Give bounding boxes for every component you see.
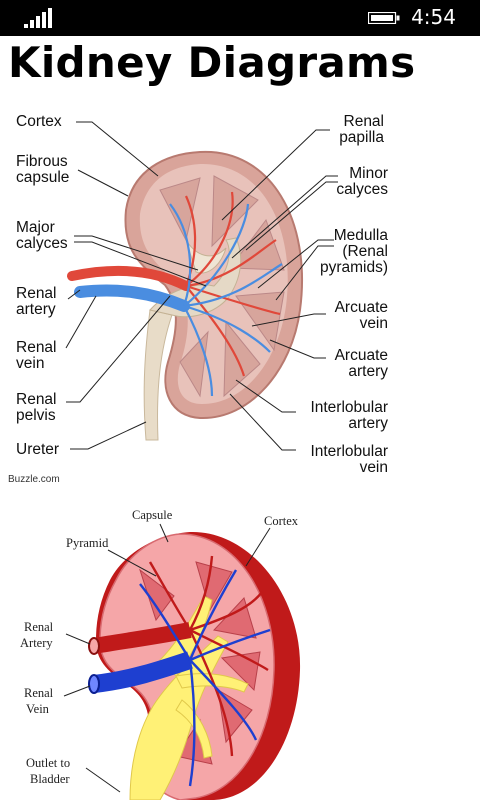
kidney-diagram-simple[interactable] — [0, 500, 330, 800]
label-renal-artery-2a: Renal — [24, 620, 54, 634]
label-fibrous-capsule-2: capsule — [16, 169, 70, 186]
label-fibrous-capsule-1: Fibrous — [16, 153, 68, 170]
label-interlobular-artery-1: Interlobular — [310, 399, 388, 416]
battery-icon — [368, 12, 400, 24]
label-renal-vein-2b: Vein — [26, 702, 49, 716]
page-title: Kidney Diagrams — [8, 38, 416, 87]
clock: 4:54 — [411, 5, 456, 29]
label-cortex-2: Cortex — [264, 514, 299, 528]
label-renal-artery-2: artery — [16, 301, 56, 318]
label-major-calyces-1: Major — [16, 219, 55, 236]
label-renal-papilla-1: Renal — [343, 113, 385, 130]
label-arcuate-artery-2: artery — [348, 363, 388, 380]
label-renal-artery-2b: Artery — [20, 636, 53, 650]
kidney-diagram-labeled[interactable] — [0, 100, 400, 492]
label-capsule: Capsule — [132, 508, 173, 522]
label-renal-vein-1: Renal — [16, 339, 57, 356]
image-credit: Buzzle.com — [8, 474, 60, 485]
label-renal-artery-1: Renal — [16, 285, 57, 302]
label-interlobular-artery-2: artery — [348, 415, 388, 432]
label-outlet-2: Bladder — [30, 772, 70, 786]
label-renal-papilla-2: papilla — [339, 129, 384, 146]
label-renal-vein-2a: Renal — [24, 686, 54, 700]
label-renal-vein-2: vein — [16, 355, 45, 372]
label-interlobular-vein-1: Interlobular — [310, 443, 388, 460]
label-arcuate-vein-1: Arcuate — [334, 299, 388, 316]
label-renal-pelvis-2: pelvis — [16, 407, 56, 424]
label-outlet-1: Outlet to — [26, 756, 71, 770]
label-cortex: Cortex — [16, 113, 62, 130]
status-bar: 4:54 — [0, 0, 480, 36]
label-arcuate-vein-2: vein — [359, 315, 388, 332]
label-renal-pelvis-1: Renal — [16, 391, 57, 408]
signal-bars-icon — [24, 8, 52, 28]
label-major-calyces-2: calyces — [16, 235, 68, 252]
label-medulla-2: (Renal — [342, 243, 388, 260]
label-minor-calyces-2: calyces — [336, 181, 388, 198]
label-arcuate-artery-1: Arcuate — [334, 347, 388, 364]
label-medulla-3: pyramids) — [319, 259, 388, 276]
label-medulla-1: Medulla — [333, 227, 388, 244]
label-ureter: Ureter — [16, 441, 60, 458]
label-minor-calyces-1: Minor — [349, 165, 388, 182]
label-interlobular-vein-2: vein — [359, 459, 388, 476]
label-pyramid: Pyramid — [66, 536, 109, 550]
